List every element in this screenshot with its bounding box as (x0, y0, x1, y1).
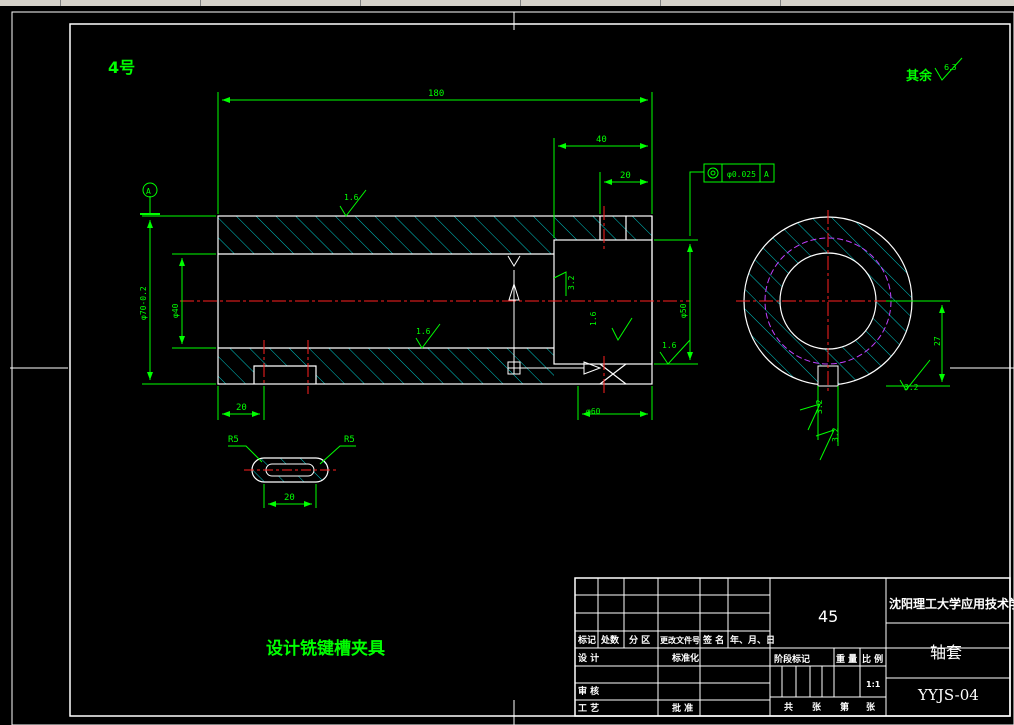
dim-overall-length: 180 (428, 89, 444, 99)
keyway-cutout (254, 366, 316, 384)
roughness-4: 1.6 (589, 311, 598, 326)
general-roughness-value: 6.3 (944, 63, 957, 72)
tb-sheets-word2: 张 (866, 701, 876, 713)
roughness-6: 3.2 (904, 383, 919, 392)
tb-approve: 批 准 (672, 702, 693, 714)
keyway-slot-detail (228, 445, 356, 508)
dim-step-diameter: φ50 (679, 303, 688, 318)
roughness-1: 1.6 (344, 193, 359, 202)
tb-stage-label: 阶段标记 (774, 653, 810, 665)
tb-standardization: 标准化 (671, 652, 699, 664)
tb-sheets-total: 共 (784, 701, 793, 713)
title-block: 标记 处数 分 区 更改文件号 签 名 年、月、日 设 计 标准化 审 核 工 … (574, 577, 1014, 717)
tb-header-sign: 签 名 (702, 634, 724, 646)
tb-sheets-no: 第 (840, 701, 849, 713)
toolbar-segment[interactable] (520, 0, 661, 6)
dim-slot-length: 20 (284, 493, 295, 503)
dim-side: 27 (933, 336, 942, 346)
tb-ratio-label: 比 例 (862, 653, 883, 665)
toolbar-segment[interactable] (360, 0, 521, 6)
roughness-2: 1.6 (416, 327, 431, 336)
roughness-7: 3.2 (815, 399, 824, 414)
dim-slot-radius-left: R5 (228, 435, 239, 445)
concentricity-datum: A (764, 170, 769, 179)
roughness-3: 1.6 (662, 341, 677, 350)
dim-outer-diameter: φ70-0.2 (139, 286, 148, 320)
roughness-symbol-icon (339, 189, 931, 461)
tb-review: 审 核 (578, 685, 599, 697)
tb-design: 设 计 (578, 652, 599, 664)
sheet-centering-marks (10, 12, 1014, 725)
tb-institution: 沈阳理工大学应用技术学院 (889, 596, 1014, 611)
side-view (736, 210, 950, 446)
outer-border (11, 11, 1014, 725)
dim-step-inner: 20 (620, 171, 631, 181)
tb-header-change-doc: 更改文件号 (660, 635, 700, 645)
tb-drawing-number: YYJS-04 (917, 686, 979, 704)
toolbar-segment[interactable] (660, 0, 781, 6)
tb-header-mark: 标记 (577, 634, 596, 646)
fixture-symbols (507, 255, 602, 375)
general-roughness-symbol-icon (934, 57, 963, 81)
roughness-5: 3.2 (567, 275, 576, 290)
tb-header-zone: 分 区 (629, 634, 650, 646)
tb-weight-label: 重 量 (836, 653, 857, 665)
drawing-canvas[interactable]: 4号 其余 6.3 (0, 6, 1014, 725)
concentricity-value: φ0.025 (727, 170, 756, 179)
dim-step-bore: φ60 (586, 407, 601, 416)
general-roughness-label: 其余 (906, 68, 933, 84)
counterbore-cutout (554, 240, 652, 364)
tb-material: 45 (818, 607, 838, 626)
window-top-bar (0, 0, 1014, 6)
section-view (180, 206, 690, 394)
dim-slot-radius-right: R5 (344, 435, 355, 445)
toolbar-segment[interactable] (60, 0, 201, 6)
roughness-8: 3.2 (831, 427, 840, 442)
drawing-caption: 设计铣键槽夹具 (266, 638, 385, 659)
dimension-lines (140, 92, 775, 420)
toolbar-segment[interactable] (0, 0, 61, 6)
tb-scale: 1:1 (866, 680, 881, 689)
toolbar-segment[interactable] (200, 0, 361, 6)
dim-slot-position: 20 (236, 403, 247, 413)
inner-border (69, 23, 1011, 717)
dim-bore-diameter: φ40 (171, 303, 180, 318)
tb-process: 工 艺 (578, 702, 599, 714)
tb-header-date: 年、月、日 (730, 634, 775, 646)
tb-sheets-word: 张 (812, 701, 822, 713)
dim-step-length: 40 (596, 135, 607, 145)
datum-label: A (146, 187, 151, 196)
tb-header-count: 处数 (600, 634, 620, 646)
tb-part-name: 轴套 (930, 643, 962, 662)
sheet-number: 4号 (108, 58, 135, 77)
